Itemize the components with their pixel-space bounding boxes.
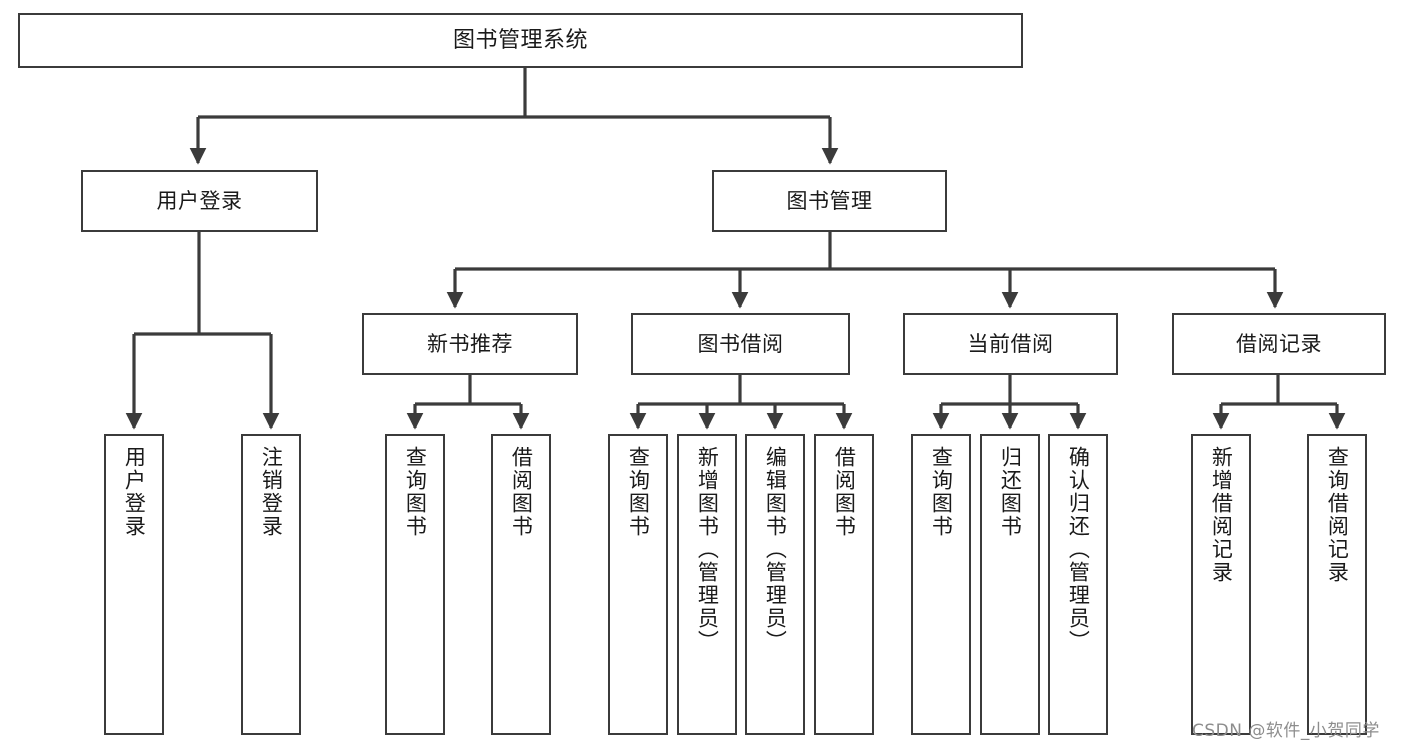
- leaf-book-borrow-add[interactable]: 新增图书（管理员）: [677, 434, 737, 735]
- node-current-borrow[interactable]: 当前借阅: [903, 313, 1118, 375]
- node-user-login-label: 用户登录: [156, 188, 243, 213]
- node-root[interactable]: 图书管理系统: [18, 13, 1023, 68]
- node-borrow-record-label: 借阅记录: [1236, 331, 1322, 356]
- leaf-book-borrow-borrow[interactable]: 借阅图书: [814, 434, 874, 735]
- leaf-user-login-signout-label: 注销登录: [259, 446, 284, 538]
- leaf-book-borrow-add-label: 新增图书（管理员）: [695, 446, 720, 653]
- node-book-management[interactable]: 图书管理: [712, 170, 947, 232]
- leaf-current-borrow-query[interactable]: 查询图书: [911, 434, 971, 735]
- leaf-current-borrow-return-label: 归还图书: [998, 446, 1023, 538]
- leaf-new-book-query-label: 查询图书: [403, 446, 428, 538]
- leaf-borrow-record-query-label: 查询借阅记录: [1325, 446, 1350, 584]
- leaf-user-login-signin[interactable]: 用户登录: [104, 434, 164, 735]
- leaf-current-borrow-confirm-label: 确认归还（管理员）: [1066, 446, 1091, 653]
- node-borrow-record[interactable]: 借阅记录: [1172, 313, 1386, 375]
- leaf-new-book-borrow[interactable]: 借阅图书: [491, 434, 551, 735]
- leaf-current-borrow-confirm[interactable]: 确认归还（管理员）: [1048, 434, 1108, 735]
- leaf-current-borrow-query-label: 查询图书: [929, 446, 954, 538]
- node-new-book-recommend-label: 新书推荐: [427, 331, 513, 356]
- leaf-book-borrow-edit-label: 编辑图书（管理员）: [763, 446, 788, 653]
- leaf-book-borrow-query[interactable]: 查询图书: [608, 434, 668, 735]
- leaf-current-borrow-return[interactable]: 归还图书: [980, 434, 1040, 735]
- node-root-label: 图书管理系统: [452, 27, 588, 53]
- node-new-book-recommend[interactable]: 新书推荐: [362, 313, 578, 375]
- node-user-login[interactable]: 用户登录: [81, 170, 318, 232]
- leaf-book-borrow-borrow-label: 借阅图书: [832, 446, 857, 538]
- node-book-borrow-label: 图书借阅: [697, 331, 784, 356]
- leaf-new-book-query[interactable]: 查询图书: [385, 434, 445, 735]
- leaf-borrow-record-add[interactable]: 新增借阅记录: [1191, 434, 1251, 735]
- leaf-book-borrow-edit[interactable]: 编辑图书（管理员）: [745, 434, 805, 735]
- leaf-user-login-signout[interactable]: 注销登录: [241, 434, 301, 735]
- node-current-borrow-label: 当前借阅: [967, 331, 1054, 356]
- node-book-management-label: 图书管理: [786, 188, 873, 213]
- leaf-new-book-borrow-label: 借阅图书: [509, 446, 534, 538]
- leaf-borrow-record-query[interactable]: 查询借阅记录: [1307, 434, 1367, 735]
- node-book-borrow[interactable]: 图书借阅: [631, 313, 850, 375]
- leaf-book-borrow-query-label: 查询图书: [626, 446, 651, 538]
- leaf-borrow-record-add-label: 新增借阅记录: [1209, 446, 1234, 584]
- leaf-user-login-signin-label: 用户登录: [122, 446, 147, 538]
- watermark-text: CSDN @软件_小贺同学: [1192, 721, 1380, 741]
